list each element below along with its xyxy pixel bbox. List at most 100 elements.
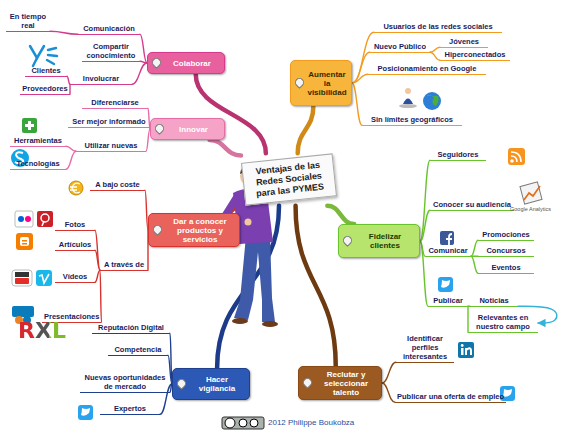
leaf-topic: Publicar xyxy=(428,296,468,307)
topic-text: Expertos xyxy=(102,404,158,413)
leaf-connector xyxy=(352,74,368,83)
leaf-topic: Publicar una oferta de empleo xyxy=(395,392,506,403)
leaf-topic: Expertos xyxy=(100,404,160,415)
leaf-connector xyxy=(420,210,430,241)
leaf-topic: Tecnologías xyxy=(10,159,66,170)
leaf-topic: Promociones xyxy=(478,230,534,241)
topic-text: Reclutar y seleccionar talento xyxy=(315,370,377,397)
leaf-topic: Clientes xyxy=(25,66,67,77)
topic-text: Posicionamiento en Google xyxy=(370,64,484,73)
branch-box: Reclutar y seleccionar talento xyxy=(298,366,382,400)
topic-text: Proveedores xyxy=(22,84,68,93)
rss-icon xyxy=(508,148,525,165)
branch-connector xyxy=(210,140,241,156)
leaf-topic: Conocer su audiencia xyxy=(430,200,514,211)
leaf-connector xyxy=(95,270,100,282)
people-globe-icon xyxy=(399,88,441,110)
topic-text: Identificar perfiles interesantes xyxy=(398,334,452,361)
euro-icon xyxy=(69,181,83,195)
topic-text: En tiempo real xyxy=(8,12,48,30)
leaf-topic: En tiempo real xyxy=(6,12,50,32)
topic-text: Publicar una oferta de empleo xyxy=(397,392,504,401)
pinterest-icon xyxy=(37,211,53,227)
topic-text: Nuevas oportunidades de mercado xyxy=(82,373,168,391)
leaf-connector xyxy=(430,47,440,52)
topic-text: Publicar xyxy=(430,296,466,305)
topic-text: Eventos xyxy=(480,263,532,272)
youtube-icon xyxy=(12,270,32,286)
topic-text: Herramientas xyxy=(12,136,64,145)
leaf-topic: Proveedores xyxy=(20,84,70,95)
leaf-connector xyxy=(352,83,362,125)
analytics-icon xyxy=(520,182,542,204)
branch-box: Colaborar xyxy=(147,52,225,74)
central-topic: Ventajas de las Redes Sociales para las … xyxy=(241,153,337,205)
topic-text: Fidelizar clientes xyxy=(355,232,415,250)
leaf-topic: Relevantes en nuestro campo xyxy=(468,313,538,333)
leaf-topic: Seguidores xyxy=(430,150,486,161)
branch-box: Dar a conocer productos y servicios xyxy=(148,213,240,247)
leaf-connector xyxy=(420,160,430,241)
leaf-connector xyxy=(66,151,76,169)
leaf-connector xyxy=(50,31,78,34)
leaf-topic: Identificar perfiles interesantes xyxy=(396,334,454,363)
branch-box: Hacer vigilancia xyxy=(172,368,250,400)
topic-text: Nuevo Público xyxy=(372,42,428,51)
branch-box: Innovar xyxy=(150,118,225,140)
leaf-topic: Utilizar nuevas xyxy=(76,141,146,152)
leaf-topic: Involucrar xyxy=(70,74,132,85)
leaf-topic: A través de xyxy=(100,260,148,271)
leaf-topic: Sin límites geográficos xyxy=(362,115,462,126)
topic-text: Competencia xyxy=(110,345,166,354)
topic-text: Concursos xyxy=(480,246,532,255)
yammer-icon xyxy=(30,46,57,66)
topic-text: Clientes xyxy=(27,66,65,75)
topic-text: Compartir conocimiento xyxy=(84,42,138,60)
topic-text: Aumentar la visibilidad xyxy=(307,70,347,97)
topic-text: Promociones xyxy=(480,230,532,239)
leaf-connector xyxy=(69,84,70,94)
topic-text: Comunicación xyxy=(80,24,138,33)
leaf-topic: Concursos xyxy=(478,246,534,257)
leaf-topic: Fotos xyxy=(55,220,95,231)
leaf-topic: Diferenciarse xyxy=(82,98,148,109)
leaf-connector xyxy=(382,383,395,402)
flickr-icon xyxy=(15,211,33,227)
leaf-connector xyxy=(352,32,374,83)
topic-text: Ser mejor informado xyxy=(70,117,148,126)
logo-text: Google Analytics xyxy=(510,206,551,212)
leaf-topic: Vídeos xyxy=(55,272,95,283)
leaf-connector xyxy=(140,34,147,63)
branch-connector xyxy=(298,106,314,153)
leaf-connector xyxy=(382,362,396,383)
branch-box: Aumentar la visibilidad xyxy=(290,60,352,106)
topic-text: Comunicar xyxy=(427,246,469,255)
leaf-topic: Eventos xyxy=(478,263,534,274)
leaf-topic: Compartir conocimiento xyxy=(82,42,140,62)
leaf-topic: Usuarios de las redes sociales xyxy=(374,22,502,33)
topic-text: Involucrar xyxy=(72,74,130,83)
topic-text: Artículos xyxy=(57,240,93,249)
topic-text: Colaborar xyxy=(173,59,211,68)
leaf-topic: Nuevas oportunidades de mercado xyxy=(80,373,170,393)
leaf-topic: Reputación Digital xyxy=(92,323,170,334)
topic-text: Jóvenes xyxy=(442,37,486,46)
leaf-topic: Ser mejor informado xyxy=(68,117,150,128)
topic-text: Hiperconectados xyxy=(442,50,508,59)
branch-connector xyxy=(296,206,336,366)
topic-text: A través de xyxy=(102,260,146,269)
topic-text: Innovar xyxy=(179,125,208,134)
linkedin-icon xyxy=(458,342,474,358)
leaf-topic: Noticias xyxy=(470,296,518,307)
leaf-topic: Jóvenes xyxy=(440,37,488,48)
cc-license-icon xyxy=(222,417,264,429)
plus-icon xyxy=(22,118,37,133)
leaf-connector xyxy=(471,240,478,256)
facebook-icon xyxy=(440,231,454,245)
leaf-connector xyxy=(100,270,101,322)
twitter-icon xyxy=(78,405,93,420)
topic-text: Noticias xyxy=(472,296,516,305)
branch-connector xyxy=(196,74,266,153)
leaf-topic: Herramientas xyxy=(10,136,66,147)
